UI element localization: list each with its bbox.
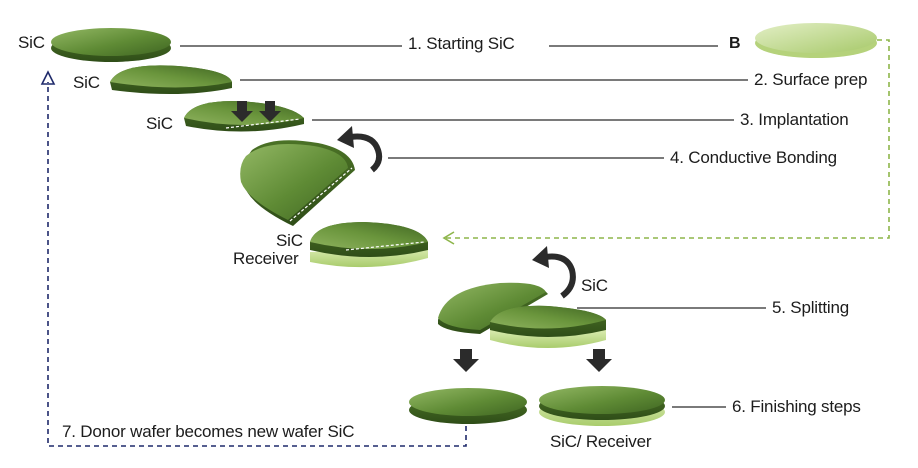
implant-arrow-icon [259,101,281,122]
step-label-6: 6. Finishing steps [732,397,861,416]
step-label-5: 5. Splitting [772,298,849,317]
rotate-arrow-icon-splitting [532,246,576,299]
wafer-final-donor [409,388,527,424]
step-label-3: 3. Implantation [740,110,849,129]
wafer-split-donor [438,282,548,334]
wafer-receiver-b [755,23,877,58]
wafer-starting-sic [51,28,171,62]
down-arrow-icon [453,349,479,372]
receiver-loop-line [446,39,890,239]
finishing-arrows [453,349,612,372]
down-arrow-icon [586,349,612,372]
step-label-2: 2. Surface prep [754,70,868,89]
step-label-1: 1. Starting SiC [408,34,515,53]
label-b-marker: B [729,35,741,52]
label-receiver-bonded: Receiver [233,249,299,268]
wafer-final-sic-receiver [539,386,665,426]
step-label-4: 4. Conductive Bonding [670,148,837,167]
label-sic-implant: SiC [146,114,173,133]
leader-lines [180,45,766,408]
label-sic-starting: SiC [18,33,45,52]
donor-loop-line [47,82,467,447]
wafer-flipped-bonding [240,140,355,226]
step-label-7: 7. Donor wafer becomes new wafer SiC [62,422,355,441]
implant-arrows [231,101,281,122]
label-sic-surface: SiC [73,73,100,92]
rotate-arrow-icon-bonding [337,126,383,173]
wafer-bonded-stack [310,222,428,268]
wafer-split-receiver-stack [490,305,606,348]
wafer-surface-prep [110,65,232,95]
label-sic-receiver-final: SiC/ Receiver [550,432,652,451]
donor-loop-arrowhead [40,70,56,85]
label-sic-split: SiC [581,276,608,295]
receiver-loop-arrowhead [442,231,455,245]
label-sic-bonded: SiC [276,231,303,250]
implant-arrow-icon [231,101,253,122]
